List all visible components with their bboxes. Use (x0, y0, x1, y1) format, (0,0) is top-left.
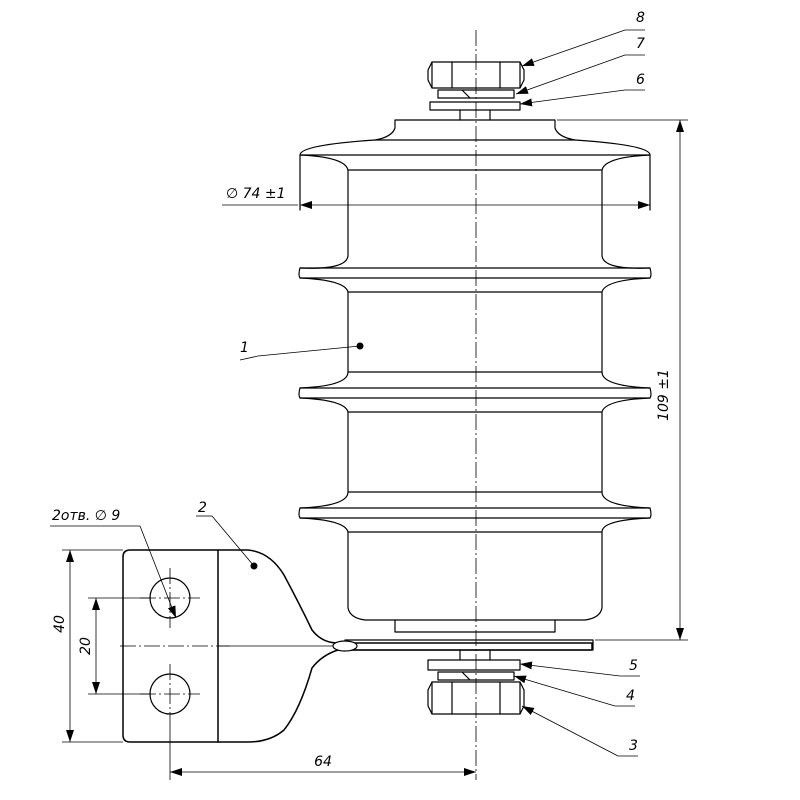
callout-dot-1 (356, 342, 364, 350)
dimension-offset-64 (169, 724, 476, 780)
callout-label-6: 6 (636, 72, 645, 88)
hole-spec-label: 2отв. ∅ 9 (52, 508, 120, 524)
callout-label-2: 2 (198, 500, 207, 516)
callout-label-3: 3 (629, 738, 638, 754)
shed-1 (298, 267, 652, 389)
terminal-eye (332, 640, 358, 652)
labels: 8 7 6 1 2 5 4 3 ∅ 74 ±1 109 ±1 2отв. ∅ 9… (52, 10, 672, 770)
top-shed (299, 139, 651, 211)
dimension-spacing-20 (88, 597, 150, 695)
dimension-64-label: 64 (314, 754, 332, 770)
bottom-base (394, 619, 556, 633)
callout-dot-2 (250, 562, 258, 570)
terminal-strip (217, 549, 593, 743)
dimension-height (557, 119, 688, 641)
callout-leaders (196, 29, 645, 757)
terminal-plate (122, 549, 219, 743)
dimension-height-label: 109 ±1 (656, 369, 672, 421)
dimension-diameter-label: ∅ 74 ±1 (226, 186, 286, 202)
core-outline (299, 154, 651, 269)
top-cap (374, 119, 576, 141)
base-plate (344, 639, 594, 651)
dimension-40-label: 40 (52, 615, 68, 633)
shed-2 (298, 387, 652, 509)
callout-label-4: 4 (626, 688, 635, 704)
shed-3 (298, 507, 652, 621)
flat-washer-top (429, 101, 521, 111)
dimension-width-40 (62, 549, 123, 743)
insulator-body (298, 119, 652, 651)
flat-washer-bottom (427, 659, 521, 671)
callout-label-7: 7 (636, 36, 645, 52)
terminal-bracket (120, 549, 593, 743)
dimension-20-label: 20 (78, 637, 94, 655)
callout-label-1: 1 (240, 340, 249, 356)
hole-leader (50, 525, 177, 619)
callout-label-8: 8 (636, 10, 645, 26)
callout-label-5: 5 (629, 658, 638, 674)
